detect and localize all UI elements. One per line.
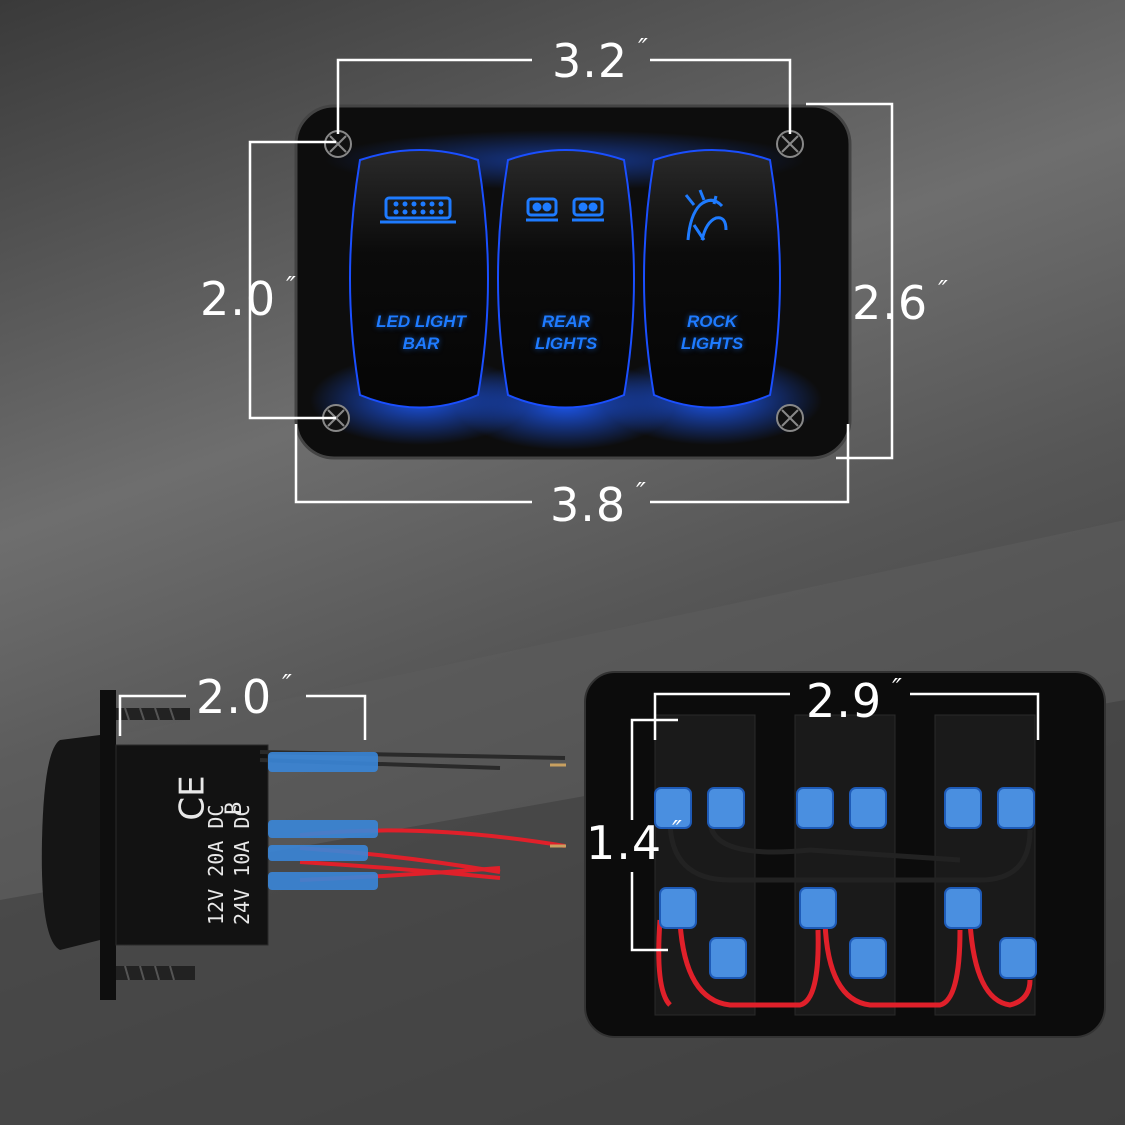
back-height-label: 1.4″ xyxy=(586,816,683,870)
front-height-label: 2.0″ xyxy=(200,272,297,326)
panel-height-label: 2.6″ xyxy=(852,276,949,330)
back-view xyxy=(584,671,1106,1038)
rating-row-1: 12V 20A DC xyxy=(204,804,228,925)
light-bar-icon xyxy=(380,196,456,224)
rocker-switch-3 xyxy=(643,149,781,409)
rear-lights-icon xyxy=(526,197,604,222)
side-depth-label: 2.0″ xyxy=(196,670,293,724)
rating-letter: B xyxy=(222,801,247,815)
front-width-label: 3.2″ xyxy=(552,34,649,88)
rocker-switch-1 xyxy=(349,149,489,409)
rating-row-2: 24V 10A DC xyxy=(230,804,254,925)
dimension-lines xyxy=(248,58,894,504)
screw-holes xyxy=(322,130,804,432)
panel-width-label: 3.8″ xyxy=(550,478,647,532)
rock-lights-icon xyxy=(684,189,728,241)
side-view xyxy=(41,690,566,1000)
front-panel xyxy=(248,58,894,504)
back-width-label: 2.9″ xyxy=(806,674,903,728)
rocker-switch-2 xyxy=(497,149,635,409)
